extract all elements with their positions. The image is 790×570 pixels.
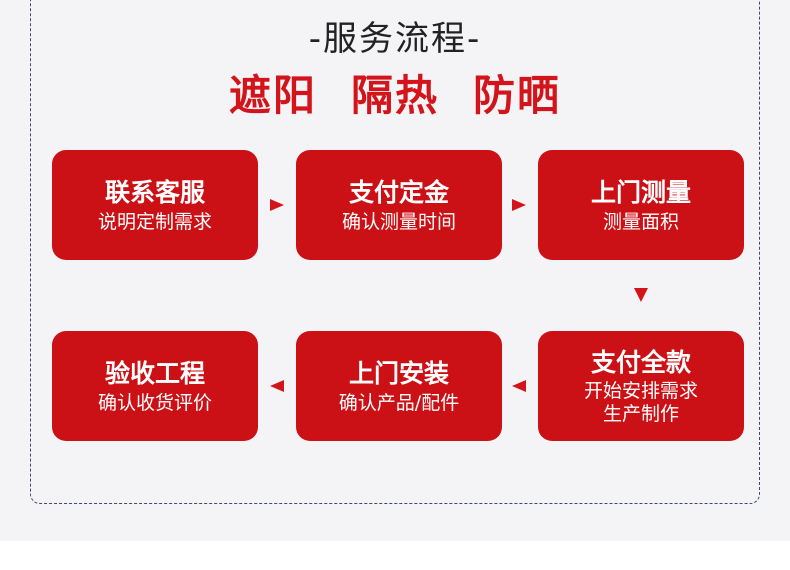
- tagline-word: 隔热: [350, 71, 439, 120]
- arrow-right-icon: [270, 199, 284, 211]
- step-pay-full: 支付全款 开始安排需求 生产制作: [538, 331, 744, 441]
- tagline-word: 防晒: [473, 71, 562, 120]
- step-onsite-measure: 上门测量 测量面积: [538, 150, 744, 260]
- step-subtitle: 开始安排需求: [583, 380, 698, 402]
- step-title: 联系客服: [104, 177, 205, 207]
- step-subtitle-line2: 生产制作: [602, 403, 679, 425]
- step-title: 支付定金: [348, 177, 449, 207]
- tagline: 遮阳 隔热 防晒: [0, 67, 790, 125]
- step-subtitle: 确认产品/配件: [338, 391, 460, 414]
- arrow-right-icon: [512, 199, 526, 211]
- arrow-left-icon: [512, 380, 526, 392]
- arrow-down-icon: [634, 288, 648, 302]
- dashed-frame: [30, 0, 760, 504]
- service-panel: [0, 0, 790, 541]
- step-subtitle: 确认测量时间: [341, 210, 456, 233]
- step-subtitle: 测量面积: [602, 210, 679, 233]
- section-title: -服务流程-: [308, 19, 482, 59]
- step-subtitle: 确认收货评价: [97, 391, 212, 414]
- step-contact-service: 联系客服 说明定制需求: [52, 150, 258, 260]
- step-subtitle: 说明定制需求: [97, 210, 212, 233]
- step-acceptance: 验收工程 确认收货评价: [52, 331, 258, 441]
- step-title: 上门安装: [348, 358, 449, 388]
- step-pay-deposit: 支付定金 确认测量时间: [296, 150, 502, 260]
- step-onsite-install: 上门安装 确认产品/配件: [296, 331, 502, 441]
- step-title: 支付全款: [590, 348, 691, 377]
- arrow-left-icon: [270, 380, 284, 392]
- step-title: 上门测量: [590, 177, 691, 207]
- step-title: 验收工程: [104, 358, 205, 388]
- tagline-word: 遮阳: [228, 71, 317, 120]
